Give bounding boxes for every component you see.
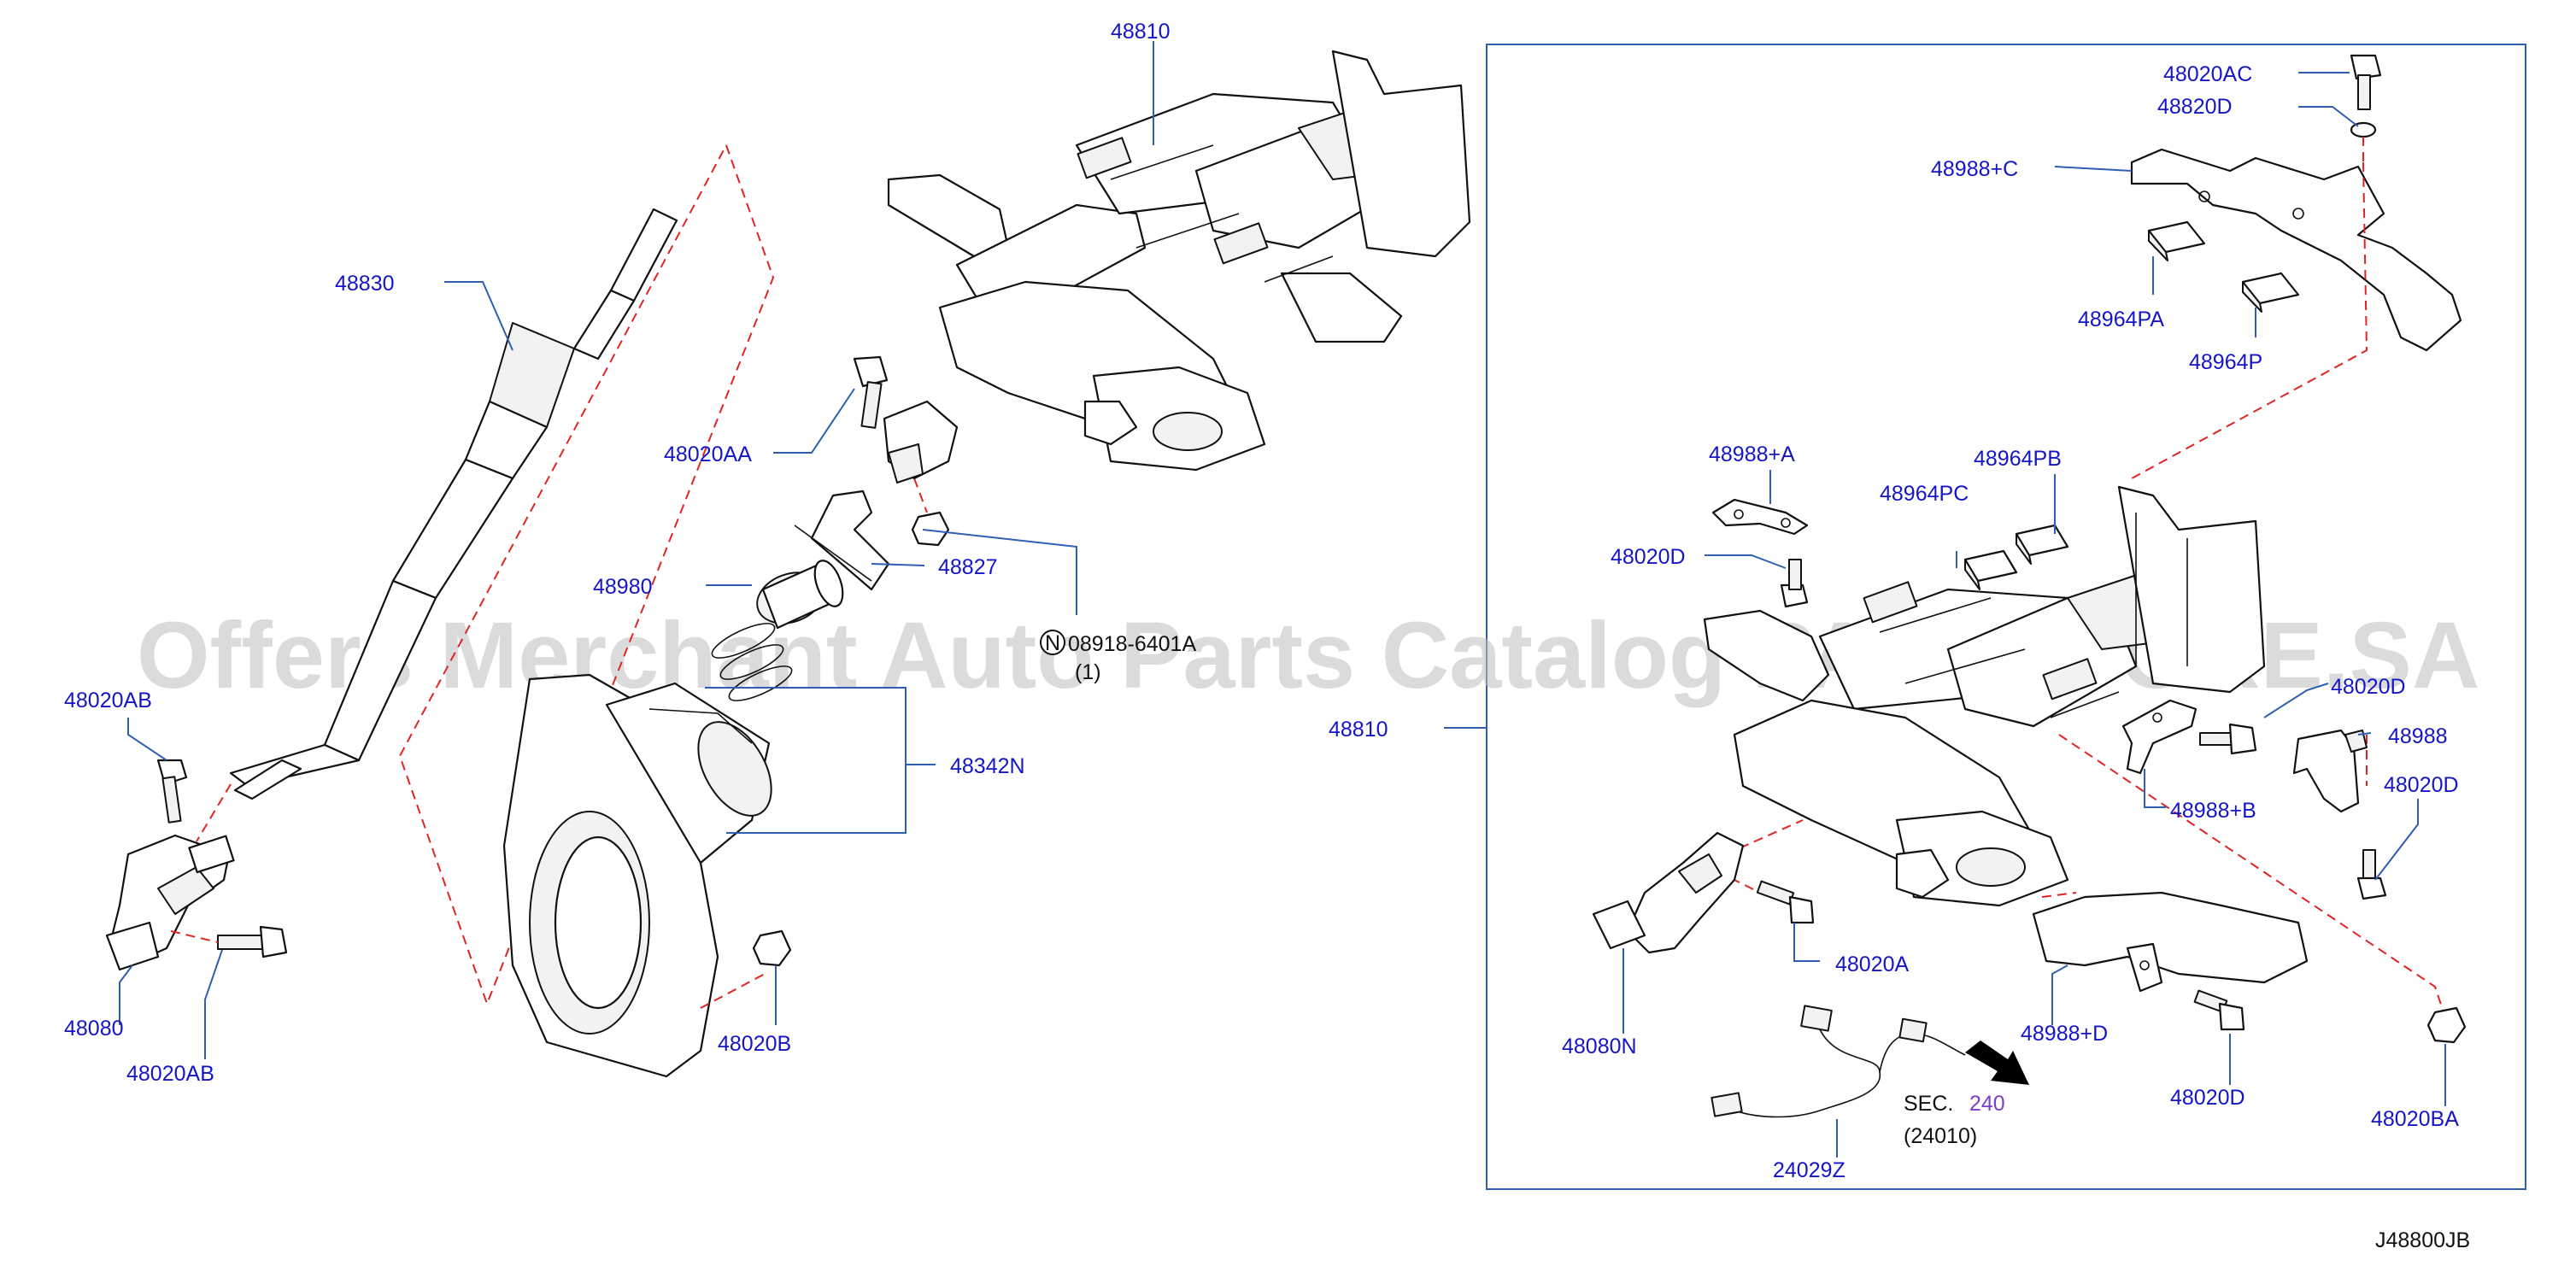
svg-text:N: N [1045,631,1060,655]
bolt-48020A[interactable] [1756,880,1815,924]
diagram-id: J48800JB [2375,1228,2470,1252]
lower-shaft-48830[interactable] [229,208,678,800]
bolt-48020D-middle[interactable] [2199,723,2257,755]
bolt-48020D-upper-left[interactable] [1780,559,1809,608]
label-48080[interactable]: 48080 [64,1017,124,1040]
label-48988[interactable]: 48988 [2388,724,2448,748]
label-48020D-upper-left[interactable]: 48020D [1611,545,1686,569]
label-48830[interactable]: 48830 [335,272,395,296]
bracket-48988C[interactable] [2130,148,2462,352]
bracket-48988[interactable] [2292,729,2368,813]
upper-coupling[interactable] [883,400,959,484]
sec-reference-arrow [1965,1040,2029,1085]
label-48020B[interactable]: 48020B [718,1032,791,1056]
bolt-48020AB-upper[interactable] [156,759,188,824]
nut-48020BA[interactable] [2426,1006,2467,1044]
bracket-48988A[interactable] [1711,498,1809,536]
dashed-group-outline-left [398,144,775,1006]
dashed-line-ujoint [196,783,232,842]
label-48020AB-lower[interactable]: 48020AB [126,1062,214,1086]
label-48080N[interactable]: 48080N [1562,1035,1637,1058]
column-housing-48342N[interactable] [502,673,786,1078]
pad-48964P[interactable] [2241,272,2300,313]
circled-n-marker: N [1040,630,1065,655]
label-48964P[interactable]: 48964P [2189,350,2262,374]
dashed-line-48988D [2041,892,2077,898]
pad-48964PC[interactable] [1963,549,2018,590]
dashed-line-48020B [700,973,766,1009]
universal-joint-48080[interactable] [105,834,235,971]
label-sec-number[interactable]: 240 [1969,1092,2005,1116]
label-48988D[interactable]: 48988+D [2021,1022,2108,1046]
universal-joint-48080N[interactable] [1592,831,1745,954]
part-labels: 48810 48830 48020AA 48827 48980 N 08918-… [64,20,2470,1252]
washer-48820D[interactable] [2350,121,2377,138]
dashed-line-bolt-lower [170,930,219,943]
label-48020AA[interactable]: 48020AA [664,443,752,466]
assembly-frame-box [1486,44,2526,1190]
pad-48964PB[interactable] [2015,524,2069,565]
bolt-48020AA[interactable] [853,355,889,429]
label-sec-prefix: SEC. [1904,1092,1953,1116]
bracket-48988B[interactable] [2121,699,2198,775]
label-48020BA[interactable]: 48020BA [2371,1107,2459,1131]
spring-clips [711,623,793,701]
label-48342N[interactable]: 48342N [950,754,1025,778]
label-48810-top[interactable]: 48810 [1111,20,1171,44]
label-48020AC[interactable]: 48020AC [2163,62,2252,86]
label-48988C[interactable]: 48988+C [1931,157,2018,181]
label-48988A[interactable]: 48988+A [1709,443,1795,466]
label-48020D-right-upper[interactable]: 48020D [2331,675,2406,699]
label-48964PC[interactable]: 48964PC [1880,482,1969,506]
bushing-48980[interactable] [750,557,848,632]
label-48827[interactable]: 48827 [938,555,998,579]
dashed-line-nut [913,478,928,513]
bracket-48988D[interactable] [2032,891,2309,993]
label-48980[interactable]: 48980 [593,575,653,599]
nut-48020B[interactable] [752,929,792,967]
label-48964PA[interactable]: 48964PA [2078,308,2164,331]
label-24029Z[interactable]: 24029Z [1773,1158,1845,1182]
dashed-line-coupling [1725,819,1804,855]
label-sec-ref: (24010) [1904,1124,1977,1148]
label-48020AB-upper[interactable]: 48020AB [64,689,152,712]
bolt-48020D-right[interactable] [2356,849,2387,900]
label-48964PB[interactable]: 48964PB [1974,447,2062,471]
label-48020D-bottom[interactable]: 48020D [2170,1086,2245,1110]
bolt-48020AB-lower[interactable] [217,925,288,958]
label-48988B[interactable]: 48988+B [2170,799,2256,823]
nut-08918[interactable] [911,511,950,547]
leader-lines [119,41,2446,1158]
label-08918-qty: (1) [1075,660,1101,684]
column-assembly-48810-box[interactable] [1703,485,2266,907]
column-assembly-48810-top[interactable] [887,50,1471,472]
bolt-48020AC[interactable] [2350,54,2382,110]
label-48020D-right[interactable]: 48020D [2384,773,2459,797]
label-08918[interactable]: 08918-6401A [1068,632,1196,656]
dashed-line-right-upper [2131,161,2368,479]
dashed-line-right-lower [2058,734,2444,1013]
pad-48964PA[interactable] [2147,220,2206,261]
label-48820D[interactable]: 48820D [2157,95,2233,119]
label-48020A[interactable]: 48020A [1835,953,1910,976]
bolt-48020D-bottom[interactable] [2193,989,2245,1031]
label-48810-box[interactable]: 48810 [1329,718,1388,742]
wire-harness-24029Z[interactable] [1710,1005,1966,1118]
